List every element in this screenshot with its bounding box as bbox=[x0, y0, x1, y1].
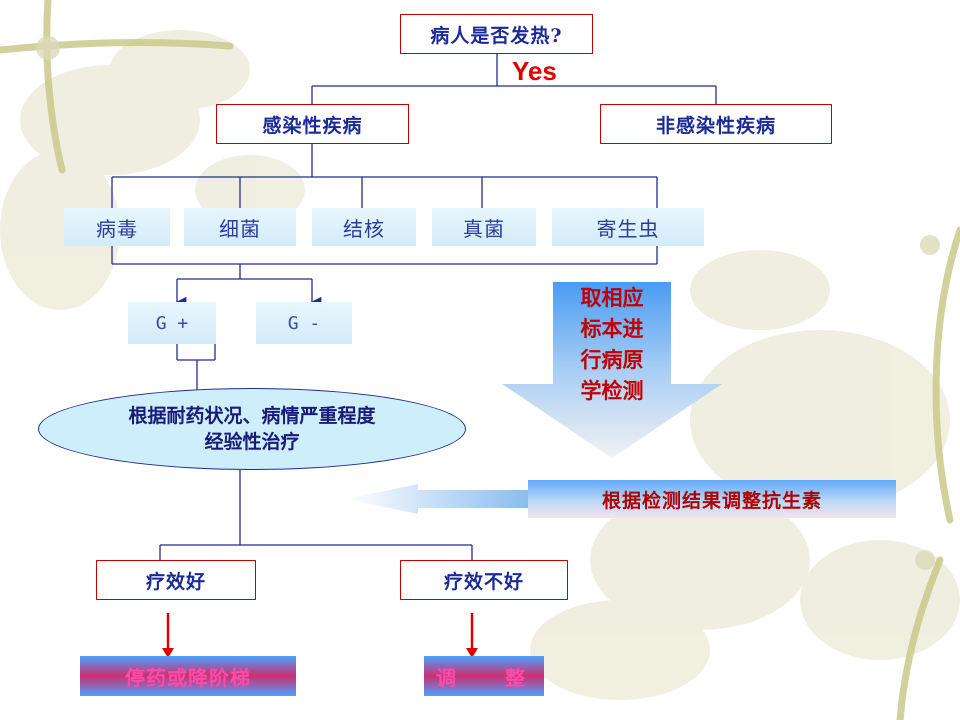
down-arrow-shape bbox=[502, 282, 722, 458]
stop-or-step-down-text: 停药或降阶梯 bbox=[125, 665, 251, 690]
gram-positive-label: G + bbox=[155, 312, 189, 334]
left-arrow-shape bbox=[346, 484, 528, 514]
pathogen-fungi-label: 真菌 bbox=[463, 216, 505, 241]
adjust-antibiotics-bar: 根据检测结果调整抗生素 bbox=[528, 480, 896, 518]
effective-box: 疗效好 bbox=[96, 560, 256, 600]
pathogen-virus: 病毒 bbox=[64, 208, 170, 246]
specimen-test-line-1: 取相应 bbox=[580, 285, 644, 310]
not-effective-text: 疗效不好 bbox=[443, 570, 524, 593]
gram-negative-label: G - bbox=[287, 312, 321, 334]
adjust-text-2: 整 bbox=[505, 665, 526, 690]
yes-label: Yes bbox=[512, 56, 557, 86]
pathogen-virus-label: 病毒 bbox=[96, 216, 138, 241]
specimen-test-line-4: 学检测 bbox=[580, 378, 644, 403]
pathogen-fungi: 真菌 bbox=[432, 208, 536, 246]
empirical-treatment-line-2: 经验性治疗 bbox=[204, 431, 300, 453]
pathogen-bacteria: 细菌 bbox=[184, 208, 296, 246]
adjust-bar: 调 整 bbox=[424, 656, 544, 696]
question-box: 病人是否发热? bbox=[400, 14, 593, 54]
stop-or-step-down-bar: 停药或降阶梯 bbox=[80, 656, 296, 696]
pathogen-bacteria-label: 细菌 bbox=[219, 216, 261, 241]
infectious-box: 感染性疾病 bbox=[216, 104, 409, 144]
pathogen-tuberculosis: 结核 bbox=[312, 208, 416, 246]
question-text: 病人是否发热? bbox=[430, 24, 563, 47]
adjust-text-1: 调 bbox=[436, 665, 457, 690]
specimen-test-line-2: 标本进 bbox=[580, 316, 644, 341]
adjust-antibiotics-text: 根据检测结果调整抗生素 bbox=[601, 489, 822, 512]
empirical-treatment-ellipse: 根据耐药状况、病情严重程度 经验性治疗 bbox=[38, 388, 466, 470]
gram-negative-box: G - bbox=[256, 302, 352, 344]
specimen-test-line-3: 行病原 bbox=[580, 347, 644, 372]
specimen-test-arrow-text: 取相应 标本进 行病原 学检测 bbox=[553, 282, 671, 406]
infectious-text: 感染性疾病 bbox=[262, 114, 363, 137]
pathogen-parasite-label: 寄生虫 bbox=[596, 216, 660, 241]
empirical-treatment-line-1: 根据耐药状况、病情严重程度 bbox=[128, 405, 376, 427]
non-infectious-text: 非感染性疾病 bbox=[655, 114, 776, 137]
effective-text: 疗效好 bbox=[145, 570, 206, 593]
pathogen-parasite: 寄生虫 bbox=[552, 208, 704, 246]
pathogen-tuberculosis-label: 结核 bbox=[343, 216, 385, 241]
gram-positive-box: G + bbox=[128, 302, 216, 344]
not-effective-box: 疗效不好 bbox=[400, 560, 568, 600]
non-infectious-box: 非感染性疾病 bbox=[600, 104, 832, 144]
